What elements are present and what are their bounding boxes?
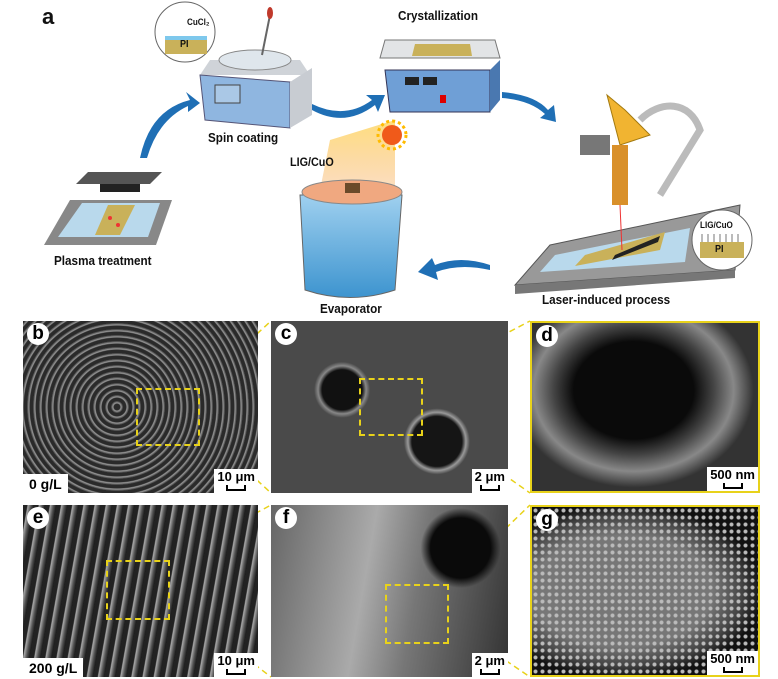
panel-label-d: d: [536, 325, 558, 347]
panel-label-g: g: [536, 509, 558, 531]
scale-bar: 2 μm: [471, 653, 508, 677]
scale-text: 10 μm: [217, 653, 255, 668]
scale-text: 2 μm: [474, 653, 505, 668]
panel-label-e: e: [27, 507, 49, 529]
label-evaporator: Evaporator: [320, 301, 382, 316]
sem-image-f: f 2 μm: [271, 505, 508, 677]
scale-bar: 10 μm: [214, 653, 258, 677]
inset-laser-top: LIG/CuO: [700, 220, 733, 230]
laser-stage-icon: [513, 93, 741, 294]
sem-image-b: b 0 g/L 10 μm: [23, 321, 258, 493]
zoom-box: [359, 378, 423, 436]
inset-spin-top: CuCl₂: [187, 17, 210, 27]
sem-image-d: d 500 nm: [530, 321, 760, 493]
panel-label-b: b: [27, 323, 49, 345]
panel-label-c: c: [275, 323, 297, 345]
hotplate-icon: [379, 39, 501, 113]
beaker-icon: [299, 119, 408, 298]
concentration-label: 0 g/L: [23, 474, 68, 493]
label-spin-coating: Spin coating: [208, 130, 279, 145]
inset-spin-bottom: PI: [180, 39, 189, 50]
panel-label-a: a: [42, 4, 55, 29]
zoom-box: [136, 388, 200, 446]
sem-image-g: g 500 nm: [530, 505, 760, 677]
plasma-device-icon: [44, 172, 172, 245]
scale-text: 500 nm: [710, 467, 755, 482]
process-arrows: [140, 92, 556, 280]
concentration-label: 200 g/L: [23, 658, 84, 677]
label-laser-induced: Laser-induced process: [542, 292, 671, 307]
label-crystallization: Crystallization: [398, 8, 478, 23]
sem-image-c: c 2 μm: [271, 321, 508, 493]
scale-text: 10 μm: [217, 469, 255, 484]
sem-image-e: e 200 g/L 10 μm: [23, 505, 258, 677]
label-plasma-treatment: Plasma treatment: [54, 253, 152, 268]
scale-bar: 10 μm: [214, 469, 258, 493]
scale-bar: 500 nm: [707, 651, 758, 675]
scale-bar: 500 nm: [707, 467, 758, 491]
panel-label-f: f: [275, 507, 297, 529]
scale-bar: 2 μm: [471, 469, 508, 493]
zoom-box: [106, 560, 170, 620]
label-lig-cuo-evap: LIG/CuO: [290, 155, 334, 169]
spin-coater-icon: [199, 7, 312, 129]
scale-text: 500 nm: [710, 651, 755, 666]
inset-circle-laser: [691, 209, 753, 271]
scale-text: 2 μm: [474, 469, 505, 484]
zoom-box: [385, 584, 449, 644]
inset-laser-bottom: PI: [715, 244, 724, 255]
